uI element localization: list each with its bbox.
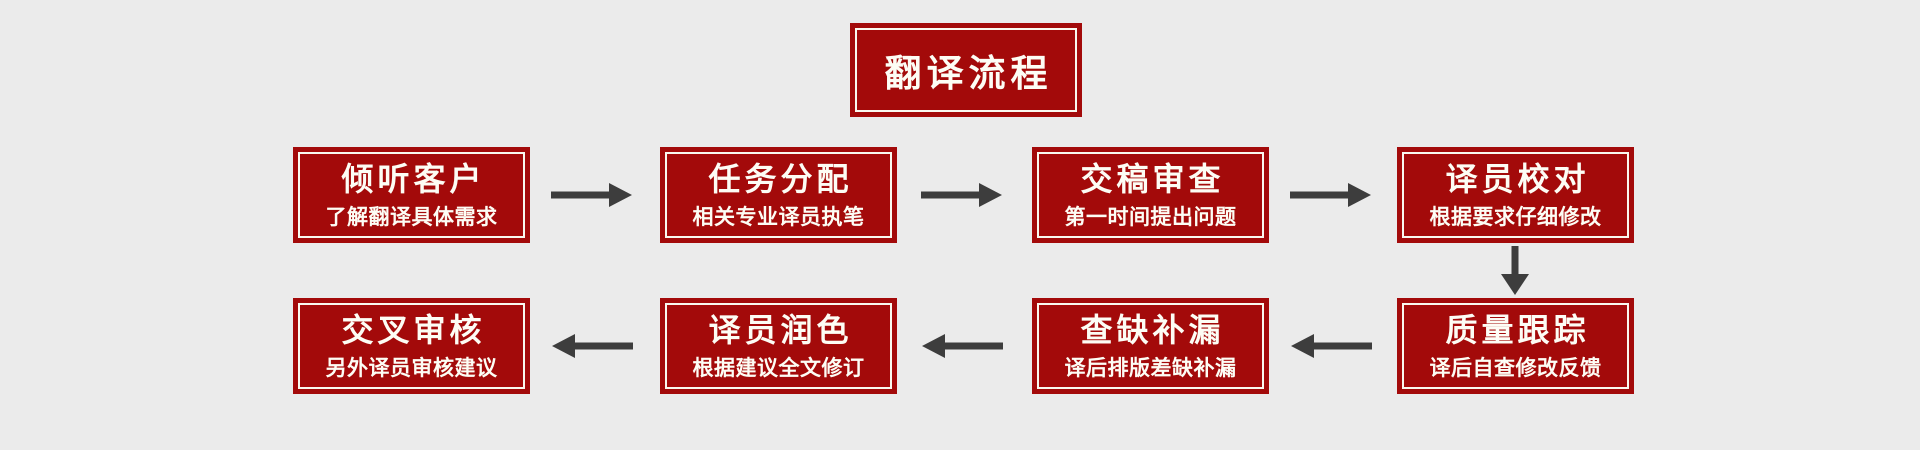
step-title: 交叉审核: [341, 311, 486, 348]
arrow-left-icon: [551, 331, 633, 361]
step-subtitle: 了解翻译具体需求: [325, 206, 498, 230]
step-subtitle: 相关专业译员执笔: [692, 206, 865, 230]
arrow-right-icon: [551, 180, 633, 210]
step-listen-to-customer: 倾听客户 了解翻译具体需求: [293, 147, 530, 243]
step-subtitle: 第一时间提出问题: [1064, 206, 1237, 230]
step-quality-tracking: 质量跟踪 译后自查修改反馈: [1397, 298, 1634, 394]
step-draft-review: 交稿审查 第一时间提出问题: [1032, 147, 1269, 243]
arrow-left-icon: [1290, 331, 1372, 361]
arrow-left-icon: [921, 331, 1003, 361]
step-title: 译员润色: [708, 311, 853, 348]
step-subtitle: 译后排版差缺补漏: [1064, 357, 1237, 381]
step-cross-review: 交叉审核 另外译员审核建议: [293, 298, 530, 394]
flowchart-title-box: 翻译流程: [850, 23, 1082, 117]
step-subtitle: 根据要求仔细修改: [1429, 206, 1602, 230]
step-subtitle: 根据建议全文修订: [692, 357, 865, 381]
step-gap-filling: 查缺补漏 译后排版差缺补漏: [1032, 298, 1269, 394]
arrow-down-icon: [1498, 246, 1532, 296]
arrow-right-icon: [1290, 180, 1372, 210]
step-title: 任务分配: [708, 160, 853, 197]
step-translator-proofreading: 译员校对 根据要求仔细修改: [1397, 147, 1634, 243]
arrow-right-icon: [921, 180, 1003, 210]
step-title: 译员校对: [1445, 160, 1590, 197]
step-translator-polishing: 译员润色 根据建议全文修订: [660, 298, 897, 394]
step-title: 查缺补漏: [1080, 311, 1225, 348]
step-title: 倾听客户: [341, 160, 486, 197]
step-title: 质量跟踪: [1445, 311, 1590, 348]
step-subtitle: 译后自查修改反馈: [1429, 357, 1602, 381]
step-subtitle: 另外译员审核建议: [325, 357, 498, 381]
step-task-assignment: 任务分配 相关专业译员执笔: [660, 147, 897, 243]
step-title: 交稿审查: [1080, 160, 1225, 197]
flowchart-title: 翻译流程: [884, 53, 1053, 94]
